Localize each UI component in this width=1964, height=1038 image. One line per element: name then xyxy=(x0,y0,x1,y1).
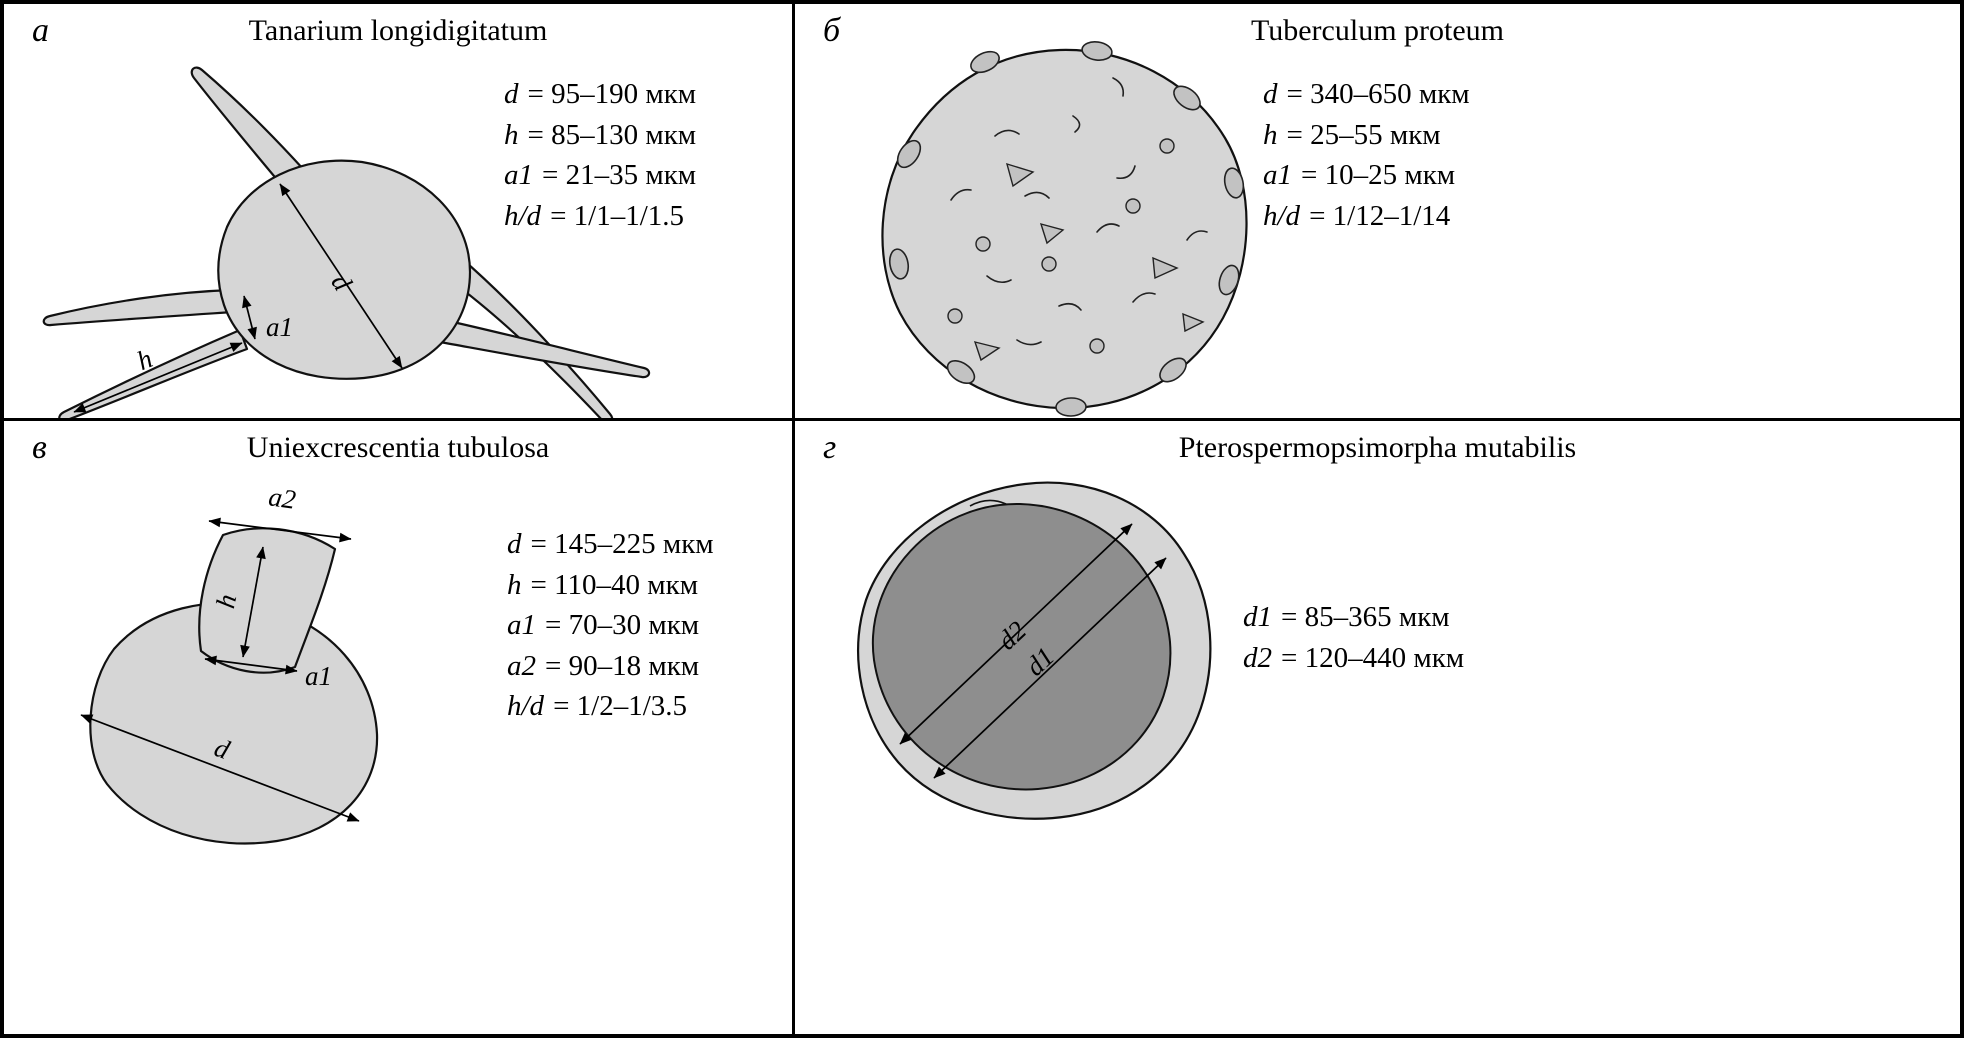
measurement-line: d2 = 120–440 мкм xyxy=(1243,638,1464,679)
vesicle-body xyxy=(217,159,472,380)
uniexcrescentia-drawing: a2 h a1 d xyxy=(80,481,379,845)
measurement-var: h/d xyxy=(1263,199,1301,232)
measurement-var: d xyxy=(507,528,522,560)
panel-letter: б xyxy=(823,12,841,49)
measurement-value: = 85–365 мкм xyxy=(1281,601,1450,633)
dimension-arrows xyxy=(899,523,1167,779)
surface-tubercles xyxy=(947,138,1205,362)
measurement-var: d xyxy=(1263,78,1278,110)
a1-arrow xyxy=(204,655,298,675)
panel-g: г Pterospermopsimorpha mutabilis d2 d1 d… xyxy=(795,421,1960,1034)
measurement-var: a2 xyxy=(507,649,536,682)
a1-label: a1 xyxy=(266,312,293,342)
measurement-value: = 21–35 мкм xyxy=(542,159,697,192)
panel-title: Uniexcrescentia tubulosa xyxy=(246,431,550,464)
measurement-line: d= 95–190 мкм xyxy=(504,74,696,115)
measurement-line: h= 110–40 мкм xyxy=(507,565,714,606)
measurements: d1 = 85–365 мкм d2 = 120–440 мкм xyxy=(1243,597,1464,678)
tanarium-drawing: d a1 h xyxy=(42,66,651,418)
h-label: h xyxy=(210,591,242,610)
measurement-var: a1 xyxy=(1263,159,1292,192)
measurement-var: h xyxy=(507,568,522,601)
measurement-var: a1 xyxy=(504,159,533,192)
measurement-value: = 95–190 мкм xyxy=(527,78,697,110)
surface-marks xyxy=(950,77,1208,346)
measurement-line: h= 25–55 мкм xyxy=(1263,115,1470,156)
measurements: d= 340–650 мкм h= 25–55 мкм a1 = 10–25 мк… xyxy=(1263,74,1470,236)
measurement-value: = 1/2–1/3.5 xyxy=(553,690,688,723)
tuberculum-drawing xyxy=(881,41,1248,417)
h-label: h xyxy=(133,343,157,376)
pterospermopsimorpha-drawing: d2 d1 xyxy=(857,481,1212,820)
measurement-line: d= 145–225 мкм xyxy=(507,524,714,565)
measurements: d= 95–190 мкм h= 85–130 мкм a1 = 21–35 мк… xyxy=(504,74,696,236)
measurement-value: = 120–440 мкм xyxy=(1281,641,1465,674)
vesicle-with-tube xyxy=(89,527,379,845)
measurement-var: d2 xyxy=(1243,641,1272,674)
measurement-var: d1 xyxy=(1243,601,1272,633)
measurement-value: = 1/1–1/1.5 xyxy=(550,199,685,232)
d1-arrow xyxy=(933,557,1167,779)
measurement-line: a2 = 90–18 мкм xyxy=(507,646,714,687)
d-arrow xyxy=(279,183,403,369)
process xyxy=(190,66,306,190)
measurement-line: h= 85–130 мкм xyxy=(504,115,696,156)
measurement-var: a1 xyxy=(507,609,536,642)
a1-arrow xyxy=(242,295,257,340)
measurement-value: = 70–30 мкм xyxy=(545,609,700,642)
measurement-line: a1 = 70–30 мкм xyxy=(507,605,714,646)
panel-b: б Tuberculum proteum xyxy=(795,4,1960,421)
process xyxy=(438,318,651,379)
panel-title: Tuberculum proteum xyxy=(1250,14,1505,47)
measurement-value: = 340–650 мкм xyxy=(1286,78,1470,110)
measurement-line: d= 340–650 мкм xyxy=(1263,74,1470,115)
envelope-fold-mark xyxy=(969,499,1007,507)
panel-a: а Tanarium longidigitatum d xyxy=(4,4,795,421)
panel-title: Pterospermopsimorpha mutabilis xyxy=(1178,431,1577,464)
a2-arrow xyxy=(208,517,352,543)
measurement-line: a1 = 21–35 мкм xyxy=(504,155,696,196)
edge-tubercles xyxy=(888,41,1245,417)
panel-letter: а xyxy=(32,12,49,49)
measurement-var: h xyxy=(1263,118,1278,151)
a2-label: a2 xyxy=(267,481,298,514)
measurement-value: = 1/12–1/14 xyxy=(1309,199,1451,232)
measurement-line: h/d= 1/2–1/3.5 xyxy=(507,686,714,727)
panel-title: Tanarium longidigitatum xyxy=(248,14,548,47)
dimension-arrows xyxy=(73,183,403,413)
a1-label: a1 xyxy=(305,661,332,691)
measurement-value: = 145–225 мкм xyxy=(530,528,714,560)
dimension-arrows xyxy=(80,517,360,822)
panel-v: в Uniexcrescentia tubulosa a2 h a1 d xyxy=(4,421,795,1034)
measurement-line: d1 = 85–365 мкм xyxy=(1243,597,1464,638)
measurement-value: = 25–55 мкм xyxy=(1286,118,1441,151)
measurement-value: = 90–18 мкм xyxy=(545,649,700,682)
measurement-value: = 110–40 мкм xyxy=(530,568,699,601)
measurement-line: h/d= 1/1–1/1.5 xyxy=(504,196,696,237)
measurement-line: h/d= 1/12–1/14 xyxy=(1263,196,1470,237)
panel-letter: г xyxy=(823,429,837,466)
process xyxy=(42,288,236,327)
process xyxy=(448,255,614,418)
measurement-var: d xyxy=(504,78,519,110)
d-arrow xyxy=(80,714,360,822)
measurement-line: a1 = 10–25 мкм xyxy=(1263,155,1470,196)
measurement-value: = 85–130 мкм xyxy=(527,118,697,151)
measurement-var: h xyxy=(504,118,519,151)
measurement-var: h/d xyxy=(504,199,542,232)
h-arrow xyxy=(73,342,243,413)
measurements: d= 145–225 мкм h= 110–40 мкм a1 = 70–30 м… xyxy=(507,524,714,727)
measurement-var: h/d xyxy=(507,690,545,723)
h-arrow xyxy=(240,546,266,658)
panel-letter: в xyxy=(32,429,47,466)
measurement-value: = 10–25 мкм xyxy=(1301,159,1456,192)
